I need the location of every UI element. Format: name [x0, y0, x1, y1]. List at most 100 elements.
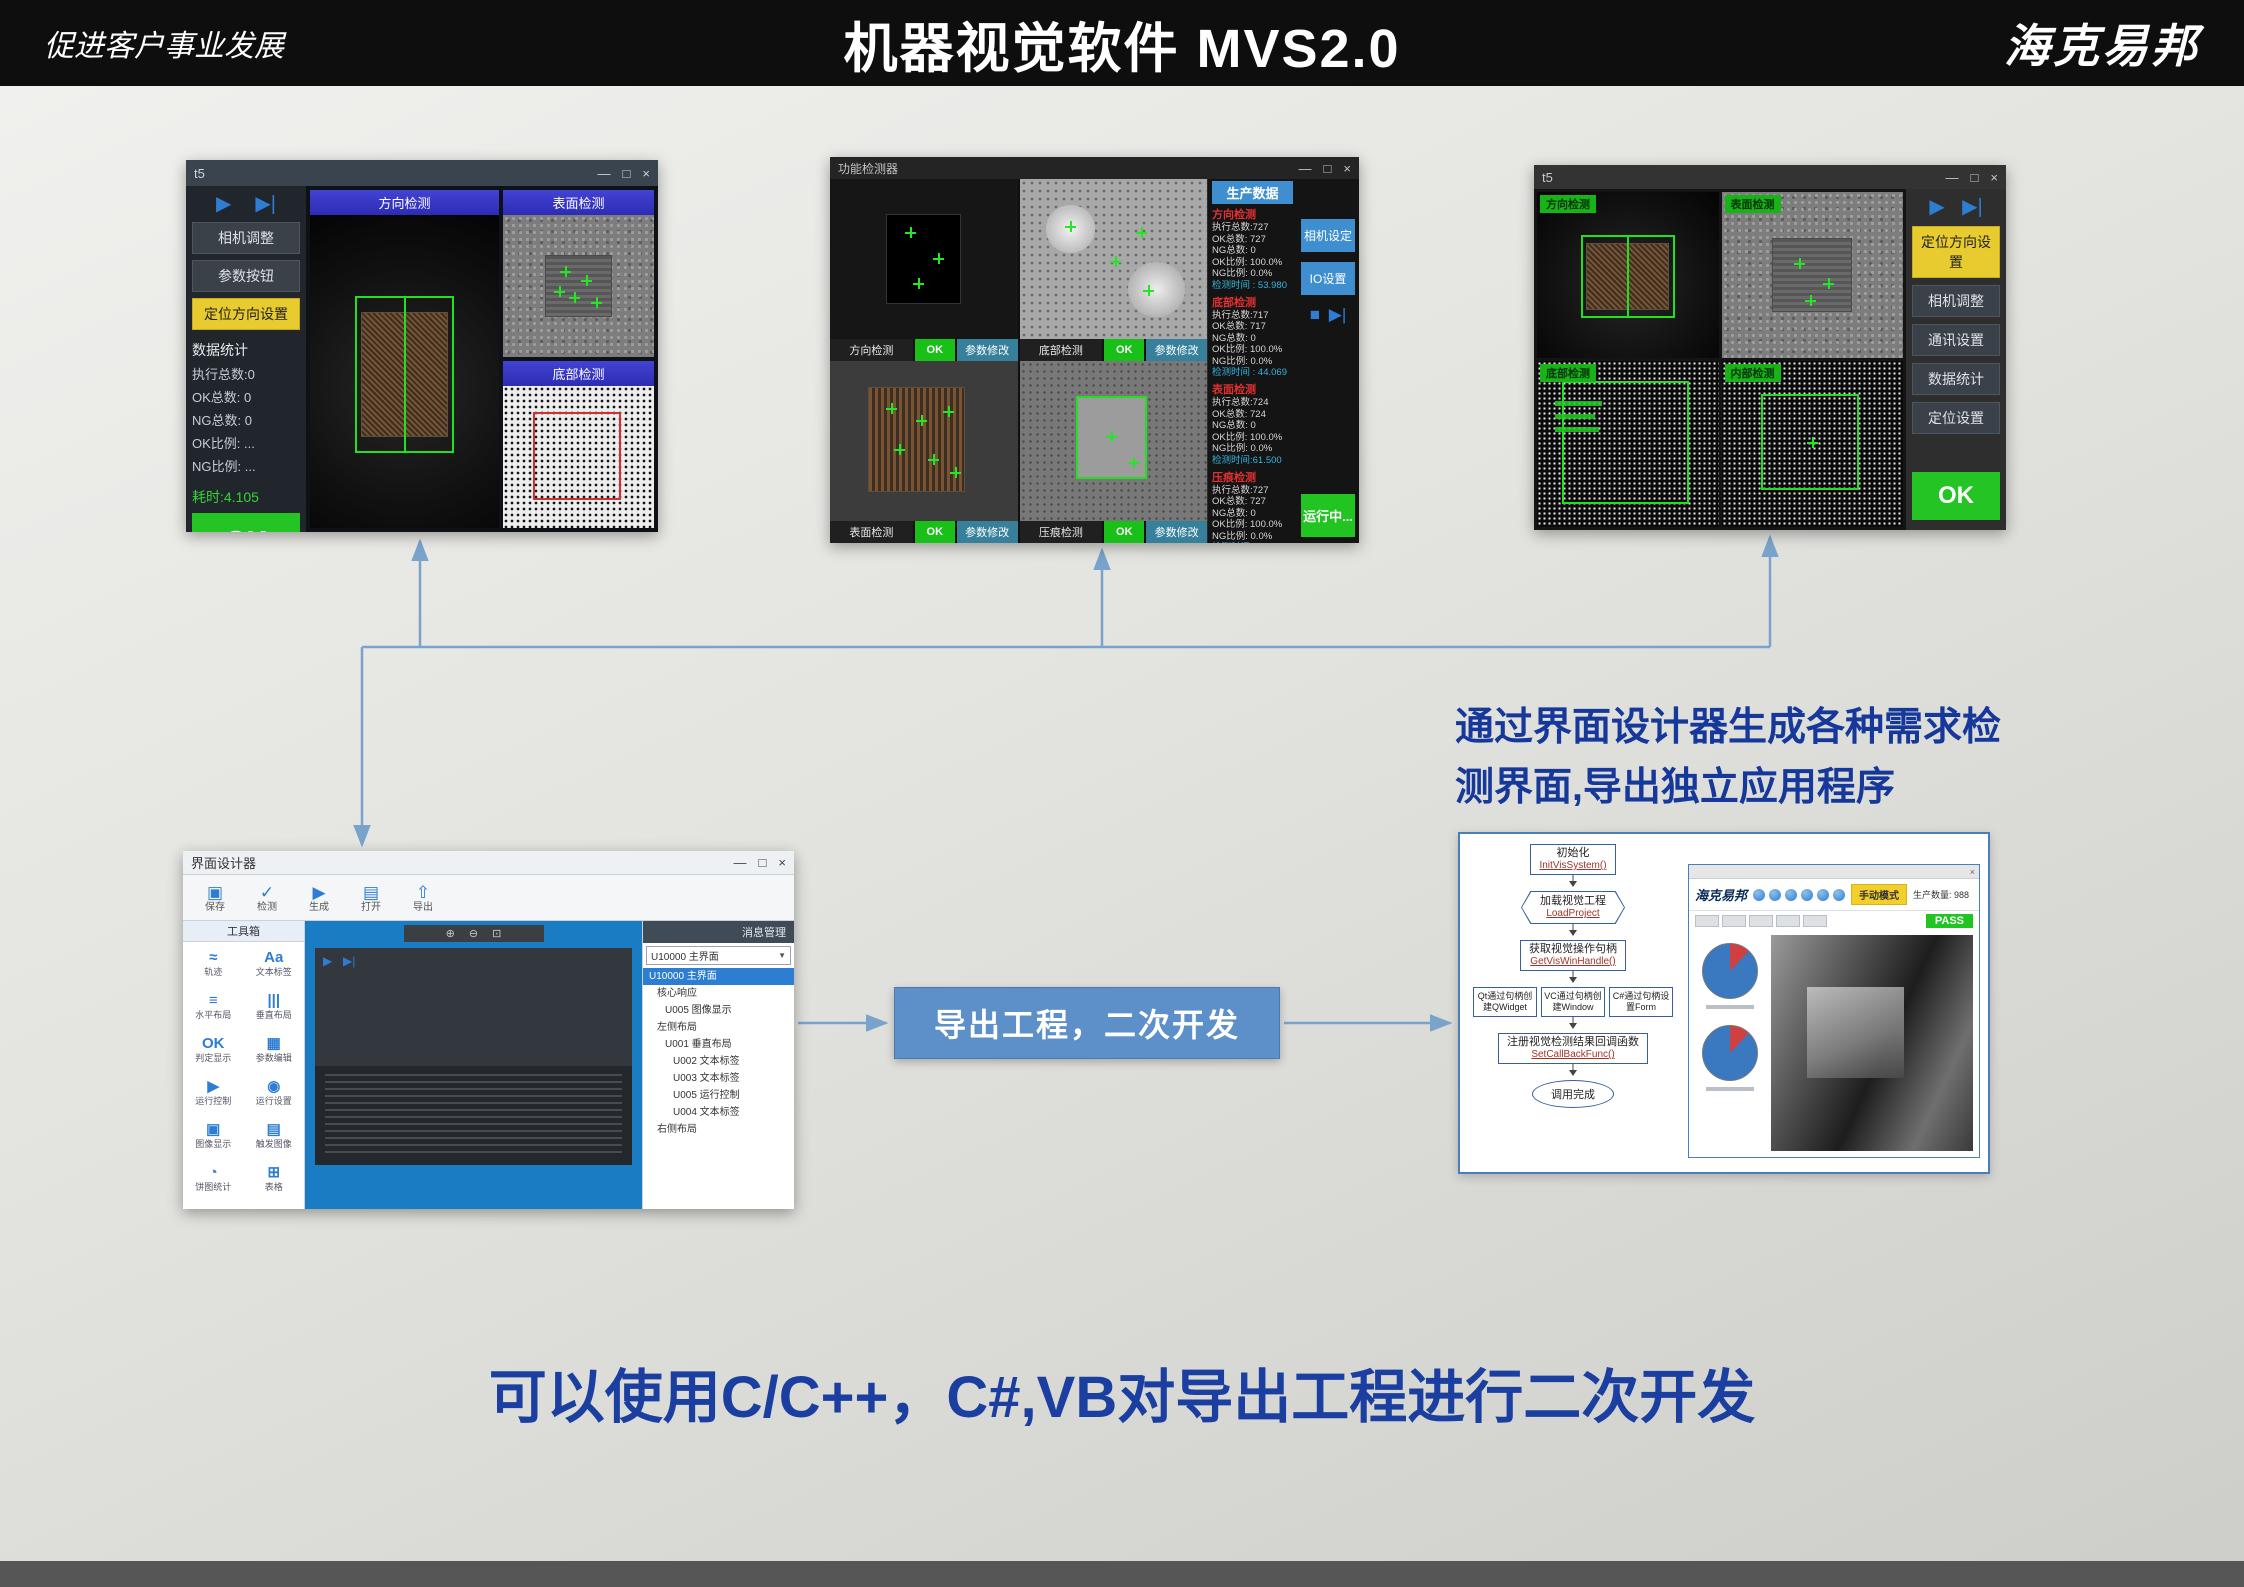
toolbar-icon[interactable]: [1785, 888, 1798, 901]
save-icon: ▣: [206, 882, 224, 902]
tab-name[interactable]: 表面检测: [830, 521, 913, 543]
comm-setting-button[interactable]: 通讯设置: [1912, 324, 2000, 356]
tree-item[interactable]: U005 图像显示: [665, 1005, 732, 1016]
tool-track[interactable]: ≈轨迹: [183, 949, 244, 978]
ok-status-button[interactable]: OK: [192, 513, 300, 532]
param-edit-button[interactable]: 参数修改: [956, 521, 1018, 543]
maximize-button[interactable]: □: [1970, 169, 1979, 185]
title-bar[interactable]: t5 — □ ×: [186, 160, 658, 186]
title-bar[interactable]: 功能检测器 — □ ×: [830, 157, 1359, 179]
camera-adjust-button[interactable]: 相机调整: [1912, 285, 2000, 317]
toolbar-icon[interactable]: [1801, 888, 1814, 901]
tree-item[interactable]: U001 垂直布局: [665, 1039, 732, 1050]
ok-status-button[interactable]: OK: [1912, 472, 2000, 520]
toolbar-icon[interactable]: [1833, 888, 1846, 901]
step-forward-icon[interactable]: ▶|: [255, 193, 276, 215]
title-bar[interactable]: 界面设计器 — □ ×: [183, 851, 794, 875]
play-icon[interactable]: ▶: [1929, 196, 1945, 218]
export-button[interactable]: ⇧ 导出: [399, 883, 447, 913]
generated-app-preview: × 海克易邦 手动模式 生产数量: 988: [1688, 864, 1980, 1158]
close-button[interactable]: ×: [1343, 160, 1351, 176]
tab-name[interactable]: 底部检测: [1019, 339, 1103, 361]
cross-marker-icon: [1105, 431, 1117, 443]
toolbar-icon[interactable]: [1817, 888, 1830, 901]
code-link[interactable]: InitVisSystem(): [1539, 860, 1607, 871]
tree-item[interactable]: U003 文本标签: [673, 1073, 740, 1084]
tab-name[interactable]: 压痕检测: [1019, 521, 1103, 543]
step-forward-icon[interactable]: ▶|: [1328, 305, 1347, 324]
tool-param-edit[interactable]: ▦参数编辑: [244, 1035, 305, 1064]
position-direction-button[interactable]: 定位方向设置: [1912, 226, 2000, 278]
tool-pie-stats[interactable]: ◔饼图统计: [183, 1164, 244, 1193]
toolbar-icon[interactable]: [1753, 888, 1766, 901]
pan-icon[interactable]: ⊡: [492, 928, 502, 940]
save-button[interactable]: ▣ 保存: [191, 883, 239, 913]
panel-label: 底部检测: [1540, 364, 1596, 382]
zoom-out-icon[interactable]: ⊖: [468, 928, 479, 940]
tree-item[interactable]: U002 文本标签: [673, 1056, 740, 1067]
manual-mode-button[interactable]: 手动模式: [1851, 884, 1908, 905]
direction-detect-panel: 方向检测: [310, 190, 499, 528]
tool-image-display[interactable]: ▣图像显示: [183, 1121, 244, 1150]
flow-step-init: 初始化 InitVisSystem(): [1530, 844, 1616, 875]
tool-trigger-image[interactable]: ▤触发图像: [244, 1121, 305, 1150]
tree-item[interactable]: U005 运行控制: [673, 1090, 740, 1101]
camera-image-bottom: [1019, 179, 1207, 339]
message-panel: 消息管理 U10000 主界面 ▼ U10000 主界面 核心响应 U005 图…: [642, 921, 794, 1209]
tool-vlayout[interactable]: |||垂直布局: [244, 992, 305, 1021]
check-button[interactable]: ✓ 检测: [243, 883, 291, 913]
running-status-button[interactable]: 运行中...: [1301, 494, 1355, 537]
play-icon: ▶: [323, 954, 333, 968]
close-button[interactable]: ×: [1969, 866, 1975, 877]
open-button[interactable]: ▤ 打开: [347, 883, 395, 913]
minimize-button[interactable]: —: [1298, 160, 1312, 176]
tab-name[interactable]: 方向检测: [830, 339, 913, 361]
title-bar[interactable]: t5 — □ ×: [1534, 165, 2006, 189]
tree-item[interactable]: U10000 主界面: [643, 968, 794, 985]
code-link[interactable]: GetVisWinHandle(): [1530, 956, 1616, 967]
camera-setting-button[interactable]: 相机设定: [1301, 219, 1355, 252]
maximize-button[interactable]: □: [758, 855, 767, 870]
cross-marker-icon: [1794, 258, 1806, 270]
generate-button[interactable]: ▶ 生成: [295, 883, 343, 913]
toolbar-icon[interactable]: [1769, 888, 1782, 901]
tool-table[interactable]: ⊞表格: [244, 1164, 305, 1193]
io-setting-button[interactable]: IO设置: [1301, 262, 1355, 295]
tree-item[interactable]: 左侧布局: [657, 1022, 697, 1033]
maximize-button[interactable]: □: [1323, 160, 1332, 176]
param-edit-button[interactable]: 参数修改: [1146, 339, 1207, 361]
stop-icon[interactable]: ■: [1309, 305, 1321, 324]
page-selector[interactable]: U10000 主界面 ▼: [646, 946, 791, 965]
close-button[interactable]: ×: [642, 165, 650, 181]
camera-adjust-button[interactable]: 相机调整: [192, 222, 300, 254]
code-link[interactable]: SetCallBackFunc(): [1531, 1049, 1615, 1060]
param-edit-button[interactable]: 参数修改: [1146, 521, 1207, 543]
tree-item[interactable]: 右侧布局: [657, 1124, 697, 1135]
flow-arrow-down: [1568, 1017, 1578, 1033]
minimize-button[interactable]: —: [597, 165, 611, 181]
minimize-button[interactable]: —: [733, 855, 747, 870]
zoom-in-icon[interactable]: ⊕: [445, 928, 455, 940]
tree-item[interactable]: U004 文本标签: [673, 1107, 740, 1118]
play-icon[interactable]: ▶: [216, 193, 232, 215]
position-setting-button[interactable]: 定位设置: [1912, 402, 2000, 434]
step-forward-icon[interactable]: ▶|: [1962, 196, 1983, 218]
design-canvas[interactable]: ⊕ ⊖ ⊡ ▶ ▶|: [305, 921, 642, 1209]
stat-line: NG总数: 0: [1212, 332, 1256, 344]
tool-hlayout[interactable]: ≡水平布局: [183, 992, 244, 1021]
code-link[interactable]: LoadProject: [1546, 908, 1600, 919]
tool-run-control[interactable]: ▶运行控制: [183, 1078, 244, 1107]
param-edit-button[interactable]: 参数修改: [956, 339, 1018, 361]
position-direction-button[interactable]: 定位方向设置: [192, 298, 300, 330]
maximize-button[interactable]: □: [622, 165, 631, 181]
minimize-button[interactable]: —: [1945, 169, 1959, 185]
close-button[interactable]: ×: [1990, 169, 1998, 185]
data-stats-button[interactable]: 数据统计: [1912, 363, 2000, 395]
close-button[interactable]: ×: [778, 855, 786, 870]
param-button[interactable]: 参数按钮: [192, 260, 300, 292]
tree-item[interactable]: 核心响应: [657, 988, 697, 999]
design-surface[interactable]: ▶ ▶|: [315, 948, 632, 1165]
tool-run-setting[interactable]: ◉运行设置: [244, 1078, 305, 1107]
